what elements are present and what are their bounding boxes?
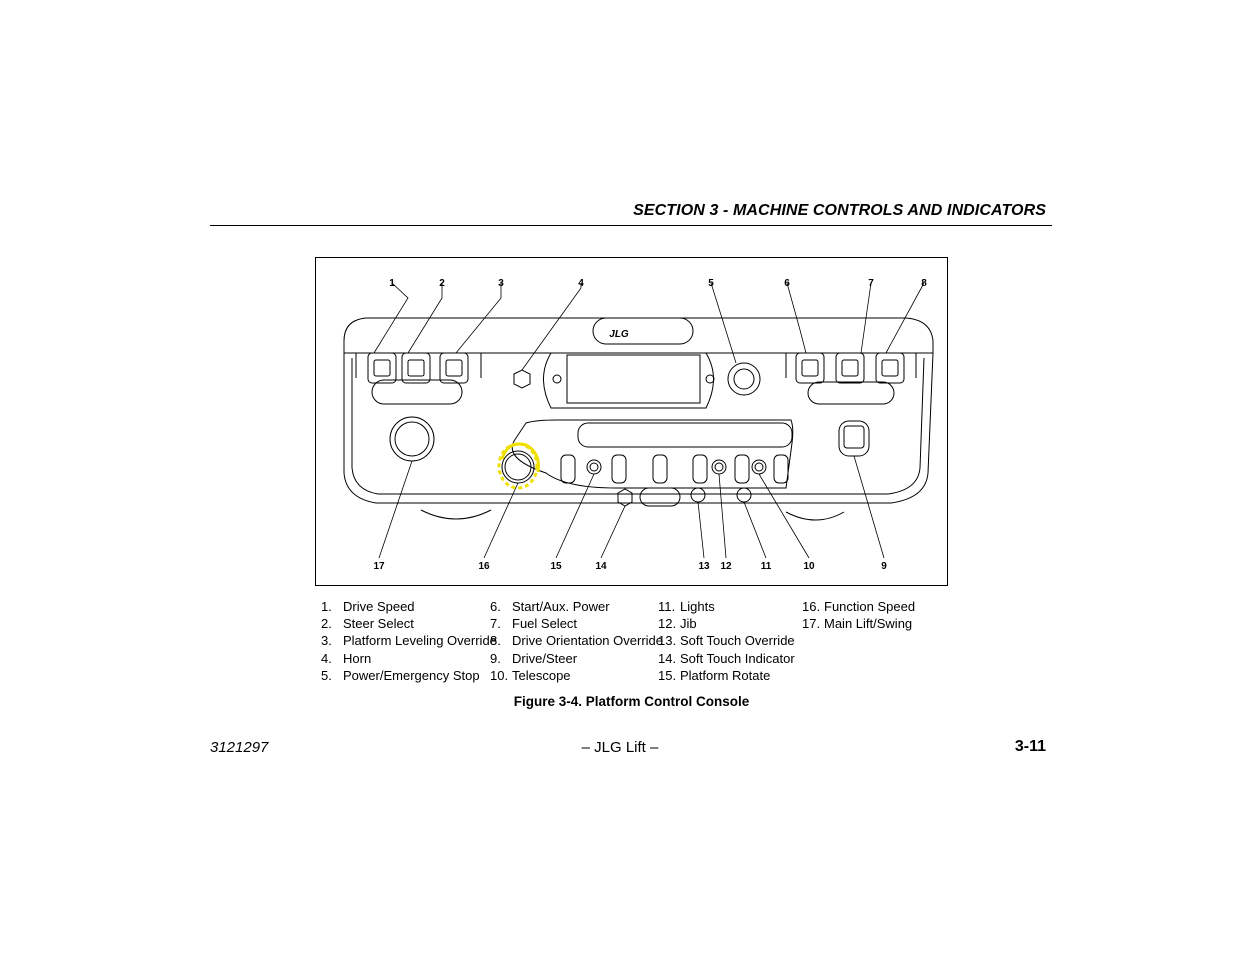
figure-caption: Figure 3-4. Platform Control Console [513,694,750,709]
callout-13: 13 [698,561,710,572]
start-aux-switch [795,352,825,384]
legend-item: 10.Telescope [490,667,571,683]
legend-item: 14.Soft Touch Indicator [658,650,795,666]
right-label-plate [807,381,895,405]
lights-button [736,487,752,503]
jib-button [711,459,727,475]
callout-11: 11 [761,561,772,572]
soft-touch-label [639,487,681,507]
function-speed-arc [500,442,540,473]
console-body [343,352,934,504]
legend-column-2: 6.Start/Aux. Power 7.Fuel Select 8.Drive… [490,598,663,684]
console-left-foot [420,509,492,520]
legend-item: 12.Jib [658,616,697,632]
soft-touch-indicator [617,488,633,507]
console-top-panel [343,317,934,354]
toggle-a [611,454,627,484]
legend-item: 5.Power/Emergency Stop [321,667,480,683]
console-right-foot [785,511,845,521]
toggle-e [773,454,789,484]
console-inner-body [351,357,925,495]
callout-7: 7 [868,278,874,289]
callout-9: 9 [881,561,887,572]
legend-item: 2.Steer Select [321,616,414,632]
center-control-panel [511,419,794,489]
drive-orientation-switch [875,352,905,384]
main-lift-swing-joystick [389,416,435,462]
callout-3: 3 [498,278,504,289]
callout-17: 17 [373,561,385,572]
legend-item: 6.Start/Aux. Power [490,599,610,614]
callout-6: 6 [784,278,790,289]
section-title: SECTION 3 - MACHINE CONTROLS AND INDICAT… [633,202,1046,219]
legend-item: 13.Soft Touch Override [658,633,795,649]
callout-1: 1 [389,278,395,289]
callout-16: 16 [478,561,490,572]
fuel-select-switch [835,352,865,384]
platform-rotate-button [586,459,602,475]
power-emergency-stop [727,362,761,396]
callout-14: 14 [595,561,607,572]
callout-5: 5 [708,278,714,289]
legend-column-3: 11.Lights 12.Jib 13.Soft Touch Override … [658,598,795,684]
display-screen [566,354,701,404]
callout-10: 10 [803,561,815,572]
callout-12: 12 [720,561,732,572]
soft-touch-override-button [690,487,706,503]
toggle-c [692,454,708,484]
display-screw-left [552,374,562,384]
legend-item: 4.Horn [321,650,372,666]
legend-item: 15.Platform Rotate [658,667,771,683]
legend-column-1: 1.Drive Speed 2.Steer Select 3.Platform … [321,598,497,684]
platform-leveling-switch [439,352,469,384]
callout-15: 15 [550,561,562,572]
legend-item: 17.Main Lift/Swing [802,616,913,632]
legend-item: 16.Function Speed [802,599,916,614]
toggle-b [652,454,668,484]
header-rule [210,225,1052,226]
leader-lines [373,282,925,559]
platform-rotate-left [560,454,576,484]
legend-item: 8.Drive Orientation Override [490,633,663,649]
display-bezel [543,352,714,409]
page-number: 3-11 [1014,738,1046,755]
callout-2: 2 [439,278,445,289]
legend-item: 7.Fuel Select [490,616,578,632]
steer-select-switch [401,352,431,384]
callout-8: 8 [921,278,927,289]
toggle-d [734,454,750,484]
function-speed-knob [501,450,535,484]
telescope-button [751,459,767,475]
display-screw-right [705,374,715,384]
brand-plate [592,317,694,345]
platform-console-figure: JLG 1 2 3 4 5 6 7 8 17 16 15 14 13 12 11… [315,257,948,586]
legend-item: 11.Lights [658,599,715,614]
left-label-plate [371,379,463,405]
console-illustration: JLG 1 2 3 4 5 6 7 8 17 16 15 14 13 12 11… [343,278,934,572]
legend-item: 3.Platform Leveling Override [321,633,497,649]
doc-number: 3121297 [210,739,269,756]
legend-item: 1.Drive Speed [321,599,415,614]
function-label-strip [577,422,793,448]
horn-button [513,369,531,389]
drive-speed-switch [367,352,397,384]
callout-4: 4 [578,278,584,289]
legend-item: 9.Drive/Steer [490,650,578,666]
legend-column-4: 16.Function Speed 17.Main Lift/Swing [802,598,915,632]
footer-title: – JLG Lift – [581,739,659,756]
brand-logo: JLG [609,329,629,340]
